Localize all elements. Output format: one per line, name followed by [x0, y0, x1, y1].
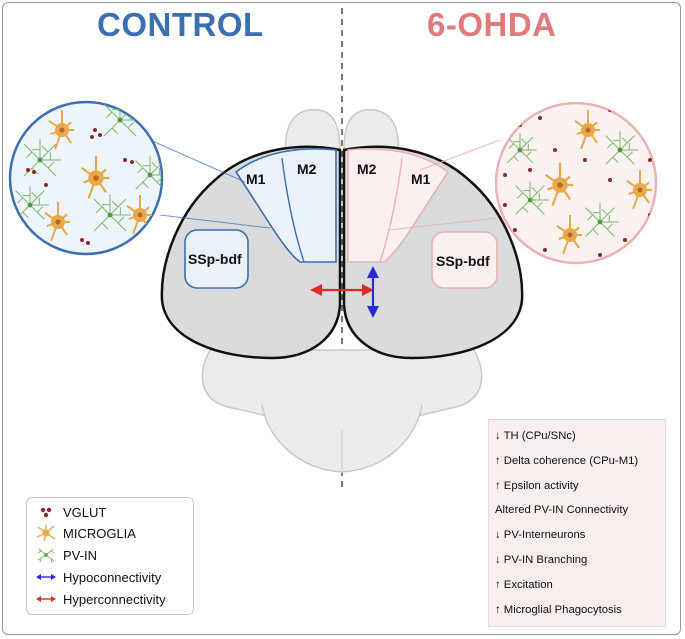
microglia-cell: [574, 110, 600, 150]
vglut-dot: [503, 173, 507, 177]
ohda-heading: 6-OHDA: [427, 6, 557, 43]
vglut-dot: [130, 160, 134, 164]
finding-item: ↓ PV-IN Branching: [495, 554, 588, 566]
pv-interneuron: [515, 181, 549, 215]
vglut-dot: [503, 203, 507, 207]
legend-hyper-label: Hyperconnectivity: [63, 591, 166, 607]
finding-item: ↓ PV-Interneurons: [495, 529, 586, 541]
left-motor-region: [234, 148, 337, 263]
pv-interneuron: [23, 139, 61, 177]
vglut-dot: [648, 158, 652, 162]
vglut-dot: [93, 128, 97, 132]
vglut-dot: [583, 158, 587, 162]
vglut-icon: [35, 504, 57, 520]
finding-item: ↑ Excitation: [495, 579, 553, 591]
vglut-dot: [553, 148, 557, 152]
control-zoom-circle: [8, 100, 164, 256]
right-m1-label: M1: [411, 171, 431, 187]
pv-interneuron: [15, 186, 49, 220]
hyperconnectivity-arrow: [310, 284, 374, 296]
left-m2-label: M2: [297, 161, 317, 177]
vglut-dot: [90, 135, 94, 139]
vglut-dot: [32, 170, 36, 174]
vglut-dot: [154, 134, 158, 138]
finding-item: Altered PV-IN Connectivity: [495, 504, 629, 516]
pvin-icon: [35, 547, 57, 564]
finding-item: ↑ Delta coherence (CPu-M1): [495, 455, 639, 467]
legend-vglut-label: VGLUT: [63, 504, 107, 520]
microglia-cell: [626, 170, 652, 210]
microglia-cell: [556, 215, 582, 255]
right-m2-label: M2: [357, 161, 377, 177]
vglut-dot: [123, 158, 127, 162]
microglia-icon: [35, 525, 57, 542]
vglut-dot: [598, 253, 602, 257]
legend-microglia-label: MICROGLIA: [63, 525, 136, 541]
legend-pvin-label: PV-IN: [63, 547, 97, 563]
left-m1-label: M1: [246, 171, 266, 187]
vglut-dot: [80, 238, 84, 242]
right-ssp-label: SSp-bdf: [436, 253, 490, 269]
left-ssp-label: SSp-bdf: [188, 251, 242, 267]
findings-box: ↓ TH (CPu/SNc) ↑ Delta coherence (CPu-M1…: [488, 419, 666, 627]
control-heading: CONTROL: [97, 6, 264, 43]
pv-interneuron: [585, 203, 619, 237]
vglut-dot: [543, 248, 547, 252]
pv-interneuron: [605, 131, 639, 165]
vglut-dot: [86, 241, 90, 245]
legend-microglia: MICROGLIA: [35, 525, 136, 542]
legend-vglut: VGLUT: [35, 504, 106, 520]
vglut-dot: [26, 168, 30, 172]
vglut-dot: [608, 178, 612, 182]
vglut-dot: [623, 238, 627, 242]
ohda-zoom-circle: [494, 101, 658, 265]
pv-interneuron: [93, 194, 131, 232]
finding-item: ↑ Microglial Phagocytosis: [495, 604, 622, 616]
right-ssp-region: [431, 231, 498, 289]
vglut-dot: [98, 133, 102, 137]
finding-item: ↑ Epsilon activity: [495, 480, 579, 492]
microglia-cell: [44, 202, 70, 242]
microglia-cell: [48, 110, 74, 150]
finding-item: ↓ TH (CPu/SNc): [495, 430, 576, 442]
vglut-dot: [538, 116, 542, 120]
legend-hyper: Hyperconnectivity: [35, 591, 166, 607]
left-ssp-region: [184, 229, 249, 289]
legend-pvin: PV-IN: [35, 547, 97, 564]
right-motor-region: [347, 148, 450, 263]
legend: VGLUT MICROGLIA PV-IN Hypoconnectivity H…: [26, 497, 194, 615]
microglia-cell: [544, 163, 574, 207]
hypoconnectivity-arrow: [367, 266, 379, 318]
microglia-cell: [80, 156, 110, 200]
vglut-dot: [44, 183, 48, 187]
hypoconnectivity-arrow-icon: [35, 569, 57, 585]
hyperconnectivity-arrow-icon: [35, 591, 57, 607]
vglut-dot: [528, 168, 532, 172]
pv-interneuron: [506, 133, 537, 164]
pv-interneuron: [135, 156, 162, 190]
vglut-dot: [513, 228, 517, 232]
legend-hypo: Hypoconnectivity: [35, 569, 161, 585]
legend-hypo-label: Hypoconnectivity: [63, 569, 162, 585]
